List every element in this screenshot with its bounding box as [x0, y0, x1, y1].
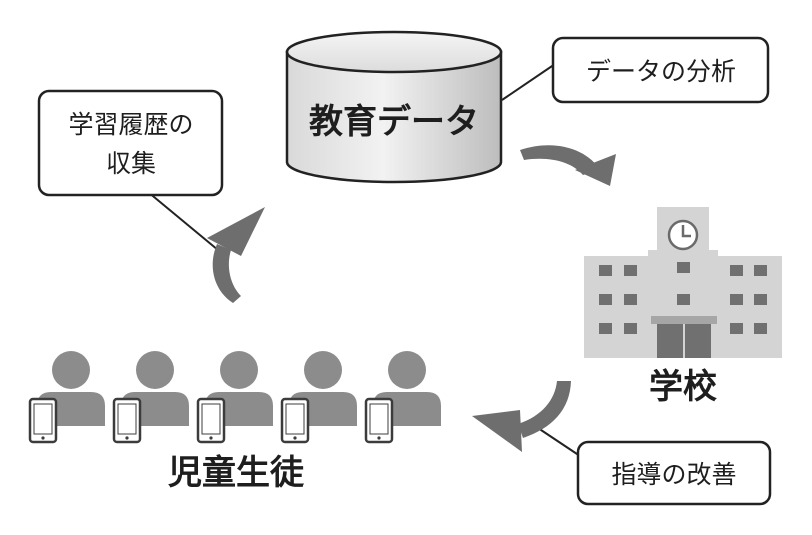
database-cylinder — [285, 30, 503, 184]
student-head — [220, 351, 258, 389]
tablet-icon — [196, 397, 226, 444]
callout-collection — [37, 89, 224, 251]
callout-analysis-text: データの分析 — [586, 57, 736, 86]
students-label: 児童生徒 — [168, 453, 305, 493]
student-figure — [364, 351, 441, 444]
arrow-data-to-school — [520, 145, 616, 186]
callout-improvement-text: 指導の改善 — [611, 460, 736, 489]
tablet-icon — [112, 397, 142, 444]
student-figure — [28, 351, 105, 444]
arrow-school-to-students — [472, 381, 571, 452]
student-head — [304, 351, 342, 389]
clock-icon — [667, 219, 699, 251]
school-label: 学校 — [649, 367, 717, 407]
callout-collection-text-line2: 収集 — [106, 149, 156, 178]
student-figure — [196, 351, 273, 444]
student-head — [136, 351, 174, 389]
student-head — [388, 351, 426, 389]
database-label: 教育データ — [309, 102, 479, 142]
tablet-icon — [364, 397, 394, 444]
school-entrance — [651, 316, 717, 358]
school-windows — [599, 262, 767, 334]
callout-collection-text-line1: 学習履歴の — [68, 110, 193, 139]
arrow-students-to-data — [207, 207, 265, 303]
student-figure — [280, 351, 357, 444]
tablet-icon — [28, 397, 58, 444]
student-figure — [112, 351, 189, 444]
callout-improvement — [537, 427, 772, 506]
students-row — [28, 351, 441, 444]
callout-analysis — [501, 36, 770, 104]
tablet-icon — [280, 397, 310, 444]
school-building — [584, 207, 782, 358]
student-head — [52, 351, 90, 389]
